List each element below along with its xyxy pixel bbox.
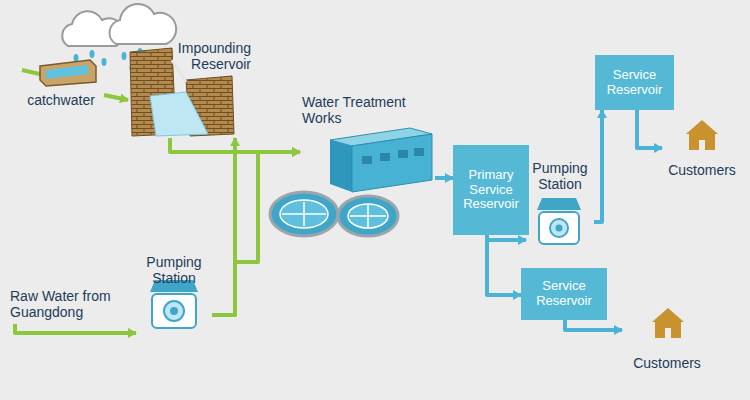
node-label: Impounding Reservoir [171,40,251,72]
pumping-station: Pumping Station [136,252,212,336]
water-pipe [212,138,235,315]
house-icon [652,308,684,338]
box-text: Primary Service Reservoir [459,168,523,213]
customers: Customers [662,118,742,180]
source-label: Raw Water from Guangdong [8,286,133,324]
process-box: Service Reservoir [521,268,607,320]
treatment-works: Water Treatment Works [300,92,435,192]
node-label: Pumping Station [529,160,591,192]
water-pipe [435,176,453,180]
water-pipe [104,95,128,100]
node-label: Customers [668,162,736,178]
node-label: catchwater [27,92,95,108]
water-pipe [487,235,521,295]
catchwater-channel [22,60,96,86]
reservoir-label: Impounding Reservoir [128,38,253,138]
node-label: Customers [633,355,701,371]
node-label: Water Treatment Works [302,94,414,126]
node-label: Raw Water from Guangdong [10,288,122,320]
process-box: Service Reservoir [595,55,674,110]
node-label: Pumping Station [139,254,209,286]
water-pipe [637,110,662,148]
pump-icon [537,198,581,244]
process-box: Primary Service Reservoir [453,145,529,235]
pump-icon [150,280,198,328]
water-pipe [565,320,622,330]
water-pipe [487,235,526,240]
box-text: Service Reservoir [527,279,601,309]
water-pipe [212,152,300,315]
pumping-station: Pumping Station [526,158,594,250]
water-pipe [594,110,602,222]
water-pipe [15,324,136,333]
clarifier-tanks [270,192,398,236]
box-text: Service Reservoir [601,68,668,98]
catchwater-label: catchwater [18,58,104,110]
customers: Customers [622,305,712,373]
house-icon [686,120,718,150]
treatment-building [330,128,432,192]
